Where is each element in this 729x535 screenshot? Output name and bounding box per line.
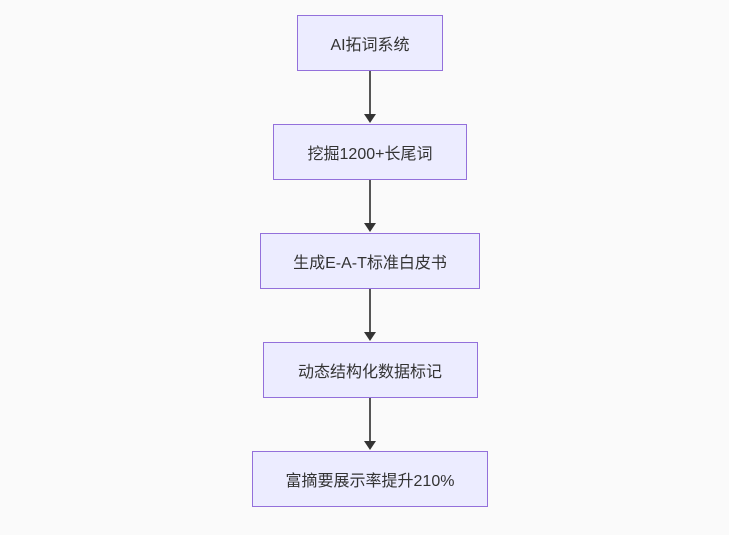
arrow-down-icon	[364, 223, 376, 232]
arrow-line	[369, 398, 371, 442]
flowchart-node-structured-data-markup: 动态结构化数据标记	[262, 342, 478, 398]
arrow-line	[369, 71, 371, 115]
node-label: 动态结构化数据标记	[297, 364, 442, 381]
flowchart: AI拓词系统 挖掘1200+长尾词 生成E-A-T标准白皮书 动态结构化数据标记…	[252, 15, 488, 507]
flowchart-node-rich-snippet-rate: 富摘要展示率提升210%	[252, 451, 488, 507]
flowchart-node-eat-whitepaper: 生成E-A-T标准白皮书	[260, 233, 480, 289]
node-label: 富摘要展示率提升210%	[285, 473, 455, 490]
flowchart-node-ai-expansion-system: AI拓词系统	[297, 15, 443, 71]
node-label: AI拓词系统	[330, 37, 410, 54]
arrow-down-icon	[364, 441, 376, 450]
flowchart-node-longtail-keywords: 挖掘1200+长尾词	[273, 124, 467, 180]
flow-arrow	[364, 180, 376, 233]
flow-arrow	[364, 398, 376, 451]
node-label: 挖掘1200+长尾词	[307, 146, 433, 163]
flow-arrow	[364, 71, 376, 124]
arrow-line	[369, 180, 371, 224]
arrow-down-icon	[364, 332, 376, 341]
arrow-down-icon	[364, 114, 376, 123]
arrow-line	[369, 289, 371, 333]
flow-arrow	[364, 289, 376, 342]
node-label: 生成E-A-T标准白皮书	[293, 255, 447, 272]
